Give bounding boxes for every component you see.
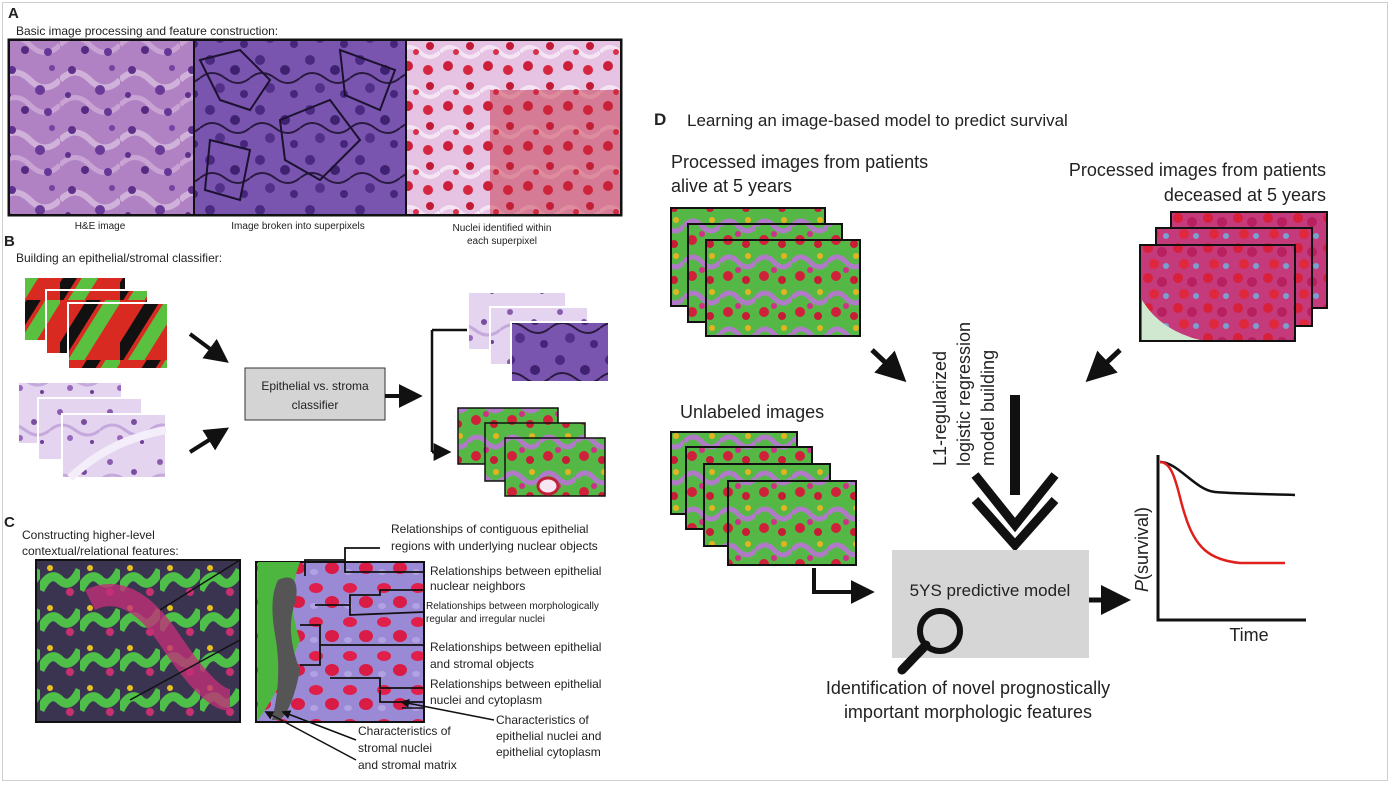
panel-c-letter: C (4, 514, 15, 531)
ylabel-survival: (survival) (1132, 507, 1152, 580)
label-neighbors-line1: Relationships between epithelial (430, 564, 601, 578)
survival-xlabel: Time (1229, 625, 1268, 645)
labeled-mask-stack (23, 276, 169, 370)
panel-a-image-frame (7, 38, 623, 217)
classifier-label-line1: Epithelial vs. stroma (261, 379, 369, 393)
label-morph-line1: Relationships between morphologically (426, 601, 599, 612)
model-building-label-2: logistic regression (954, 322, 974, 466)
label-stromal-obj-line2: and stromal objects (430, 657, 534, 671)
panel-a-title: Basic image processing and feature const… (16, 24, 278, 38)
label-epi-char-line3: epithelial cytoplasm (496, 745, 601, 759)
model-building-line2: logistic regression (954, 322, 974, 466)
unlabeled-image-stack (670, 431, 857, 566)
nuclei-image (407, 41, 620, 214)
panel-c-title-line1: Constructing higher-level (22, 528, 155, 542)
magnifier-icon (897, 608, 963, 675)
arrow-masks-to-classifier (188, 332, 229, 363)
label-cytoplasm-line2: nuclei and cytoplasm (430, 693, 542, 707)
deceased-label-line2: deceased at 5 years (1164, 185, 1326, 205)
label-epi-char-line2: epithelial nuclei and (496, 729, 601, 743)
alive-image-stack (670, 207, 861, 337)
arrow-deceased-to-model (1085, 348, 1122, 383)
model-building-label-3: model building (978, 350, 998, 466)
caption-nuclei-line2: each superpixel (467, 236, 537, 247)
caption-he: H&E image (75, 221, 126, 232)
panel-c: C Constructing higher-level contextual/r… (4, 514, 601, 772)
classifier-box (244, 367, 386, 421)
survival-plot: P(survival) Time (1132, 455, 1306, 645)
panel-d-letter: D (654, 110, 666, 129)
panel-b-title: Building an epithelial/stromal classifie… (16, 251, 222, 265)
panel-d-title: Learning an image-based model to predict… (687, 111, 1068, 130)
arrow-unlabeled-to-model (812, 568, 875, 604)
panel-d: D Learning an image-based model to predi… (654, 110, 1328, 722)
model-building-line3: model building (978, 350, 998, 466)
deceased-image-stack (1139, 211, 1328, 342)
model-building-line1: L1-regularized (930, 351, 950, 466)
caption-superpixels: Image broken into superpixels (231, 221, 364, 232)
panel-a-letter: A (8, 5, 19, 22)
panel-a: A Basic image processing and feature con… (7, 5, 623, 247)
survival-ylabel: P(survival) (1132, 507, 1152, 592)
he-image (10, 41, 193, 214)
label-epi-char-line1: Characteristics of (496, 713, 589, 727)
predictive-model-label: 5YS predictive model (910, 581, 1071, 600)
arrow-alive-to-model (870, 348, 907, 383)
relationship-brackets (300, 547, 425, 703)
output-segmented-stack (457, 407, 606, 497)
panel-c-title-line2: contextual/relational features: (22, 544, 179, 558)
classifier-label-line2: classifier (292, 398, 339, 412)
panel-b-letter: B (4, 233, 15, 250)
down-arrow (971, 395, 1059, 552)
label-stroma-char-line3: and stromal matrix (358, 758, 457, 772)
output-bracket (430, 328, 468, 452)
caption-nuclei-line1: Nuclei identified within (453, 223, 552, 234)
alive-label-line1: Processed images from patients (671, 152, 928, 172)
label-cytoplasm-line1: Relationships between epithelial (430, 677, 601, 691)
label-contiguous-line2: regions with underlying nuclear objects (391, 539, 598, 553)
survival-axes (1156, 455, 1306, 622)
alive-label-line2: alive at 5 years (671, 176, 792, 196)
model-building-label: L1-regularized (930, 351, 950, 466)
label-stromal-obj-line1: Relationships between epithelial (430, 640, 601, 654)
label-stroma-char-line2: stromal nuclei (358, 741, 432, 755)
output-he-stack (467, 291, 610, 383)
superpixel-image (195, 41, 405, 214)
svg-text:P(survival): P(survival) (1132, 507, 1152, 592)
deceased-label-line1: Processed images from patients (1069, 160, 1326, 180)
identification-line2: important morphologic features (844, 702, 1092, 722)
unlabeled-label: Unlabeled images (680, 402, 824, 422)
label-contiguous-line1: Relationships of contiguous epithelial (391, 522, 588, 536)
arrow-he-to-classifier (188, 427, 230, 454)
label-stroma-char-line1: Characteristics of (358, 724, 451, 738)
label-neighbors-line2: nuclear neighbors (430, 579, 525, 593)
identification-line1: Identification of novel prognostically (826, 678, 1110, 698)
label-morph-line2: regular and irregular nuclei (426, 614, 545, 625)
panel-b: B Building an epithelial/stromal classif… (4, 233, 610, 497)
ylabel-p: P (1132, 580, 1152, 592)
curve-alive (1159, 460, 1296, 497)
he-input-stack (17, 381, 167, 481)
curve-deceased (1159, 460, 1285, 565)
